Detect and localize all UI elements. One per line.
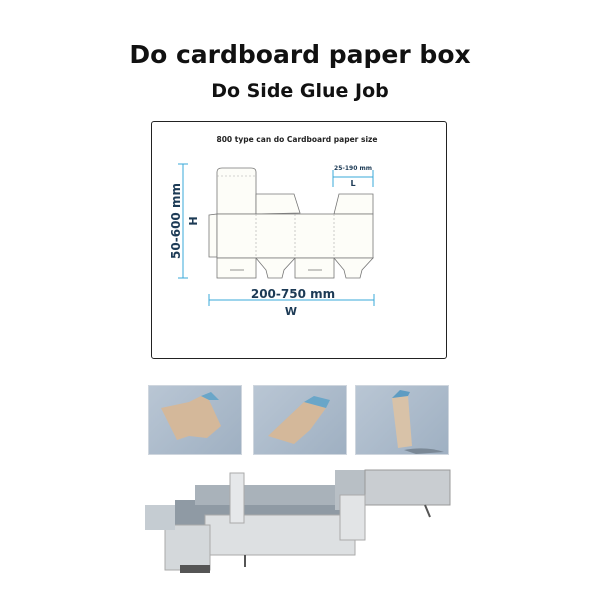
width-label: W — [285, 305, 297, 318]
page-subtitle: Do Side Glue Job — [211, 80, 389, 102]
page-title: Do cardboard paper box — [129, 40, 471, 69]
length-range-label: 25-190 mm — [334, 165, 372, 172]
width-range-label: 200-750 mm — [251, 287, 335, 301]
height-label: H — [187, 216, 200, 225]
length-label: L — [350, 179, 355, 188]
folder-gluer-machine-image — [145, 469, 451, 573]
dimension-lines — [178, 163, 375, 306]
flat-blank-photo — [148, 385, 242, 455]
glued-box-photo — [355, 385, 449, 455]
height-range-label: 50-600 mm — [169, 183, 183, 259]
dieline — [208, 167, 374, 279]
box-size-diagram-frame — [151, 121, 447, 359]
diagram-caption: 800 type can do Cardboard paper size — [217, 135, 378, 144]
folded-blank-photo — [253, 385, 347, 455]
